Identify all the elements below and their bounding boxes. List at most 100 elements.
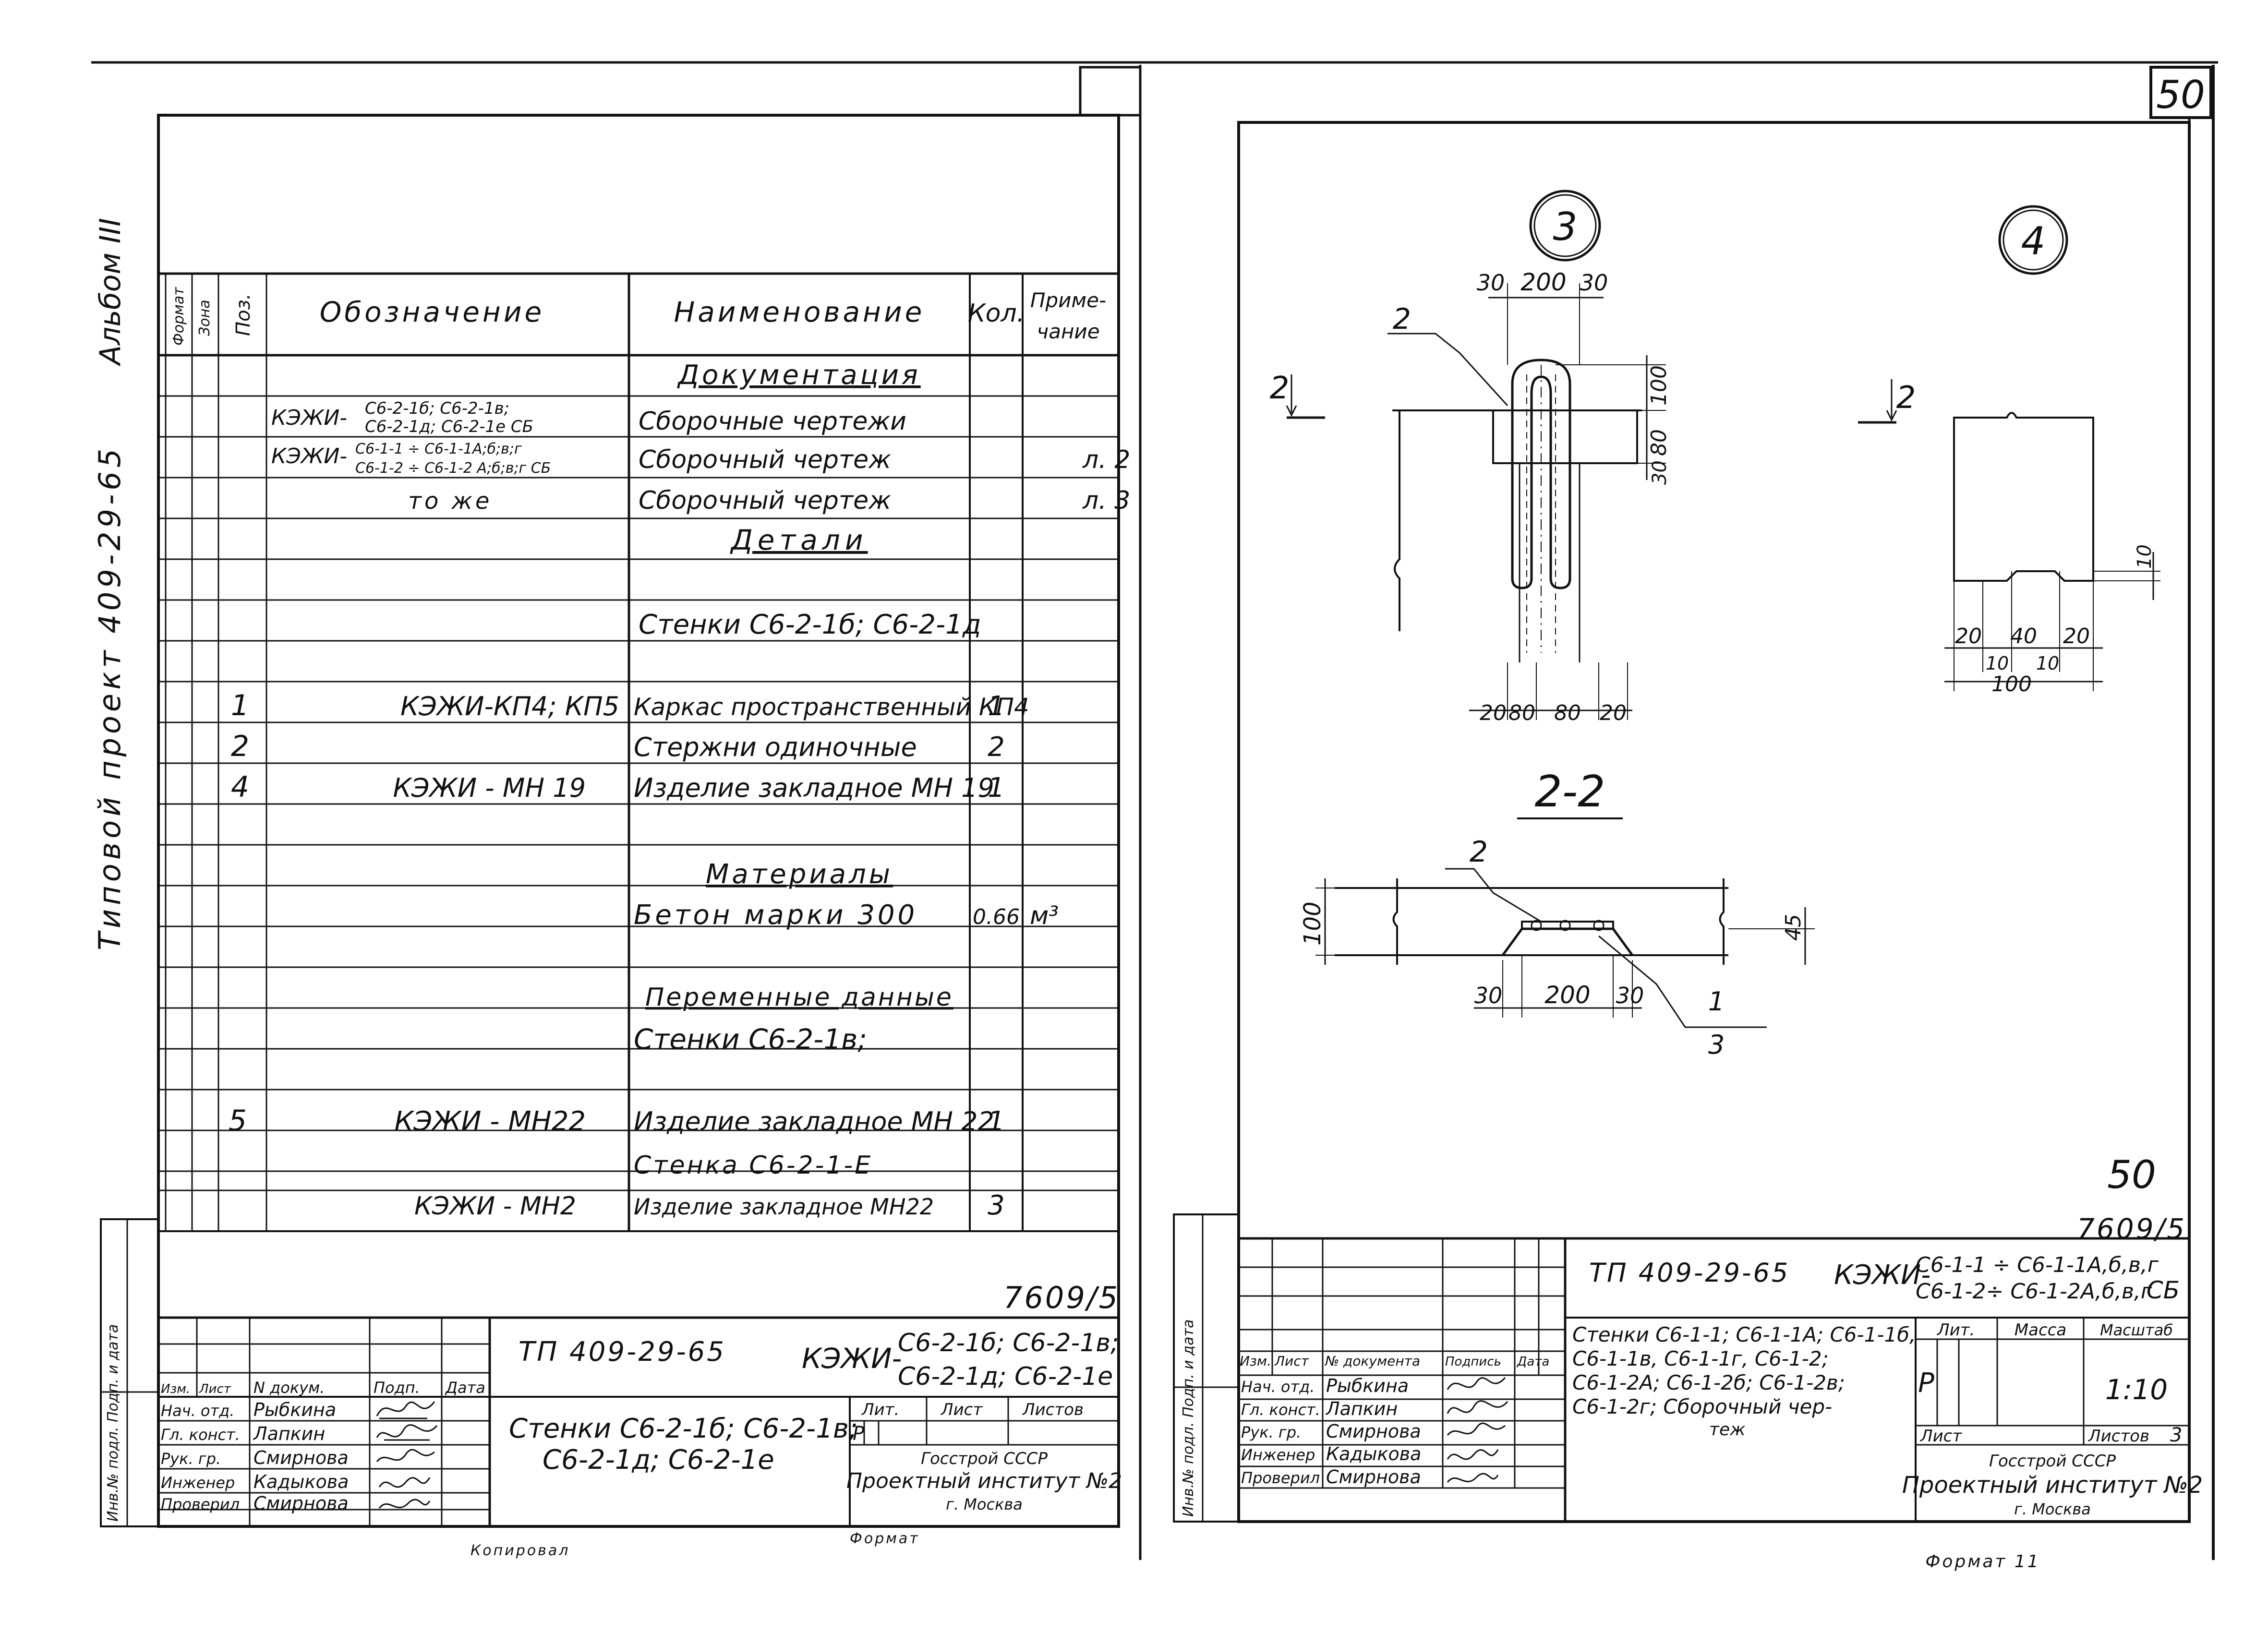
section-2-2: 2 100 45 30 200 30 1 3 [1299,835,1815,1060]
row7-designation: КЭЖИ - МН 19 [393,773,586,803]
left-tb-org-line3: г. Москва [946,1495,1023,1513]
spec-table-grid [158,272,1119,1232]
detail3-leader-2: 2 [1393,302,1411,336]
section-dim-b200: 200 [1544,981,1590,1009]
right-tb-head-data: Дата [1517,1355,1549,1369]
row2-designation-prefix: КЭЖИ- [271,444,347,468]
left-tb-role-2: Гл. конст. [161,1426,240,1444]
left-tb-title-line1: Стенки С6-2-1б; С6-2-1в; [509,1413,858,1444]
left-archive-number: 7609/5 [1003,1280,1120,1315]
row5-designation: КЭЖИ-КП4; КП5 [400,691,619,721]
left-sheet: Альбом III Типовой проект 409-29-65 [92,114,1130,1559]
row2-name: Сборочный чертеж [639,445,891,474]
right-tb-kezhi: КЭЖИ- [1834,1260,1930,1291]
row7-pos: 4 [231,770,249,804]
right-tb-role-1: Нач. отд. [1241,1378,1315,1396]
right-tb-head-podp: Подпись [1445,1355,1501,1369]
page-number: 50 [2156,72,2205,117]
detail3-dim-right-80: 80 [1647,429,1671,456]
header-zone: Зона [196,300,213,336]
header-note-line2: чание [1037,320,1099,343]
row10-name: Изделие закладное МН 22 [634,1106,994,1137]
header-format: Формат [170,287,187,346]
section-callout-num: 1 [1708,986,1725,1017]
row8-name: Бетон марки 300 [634,900,917,931]
row11-name: Стенка С6-2-1-Е [634,1151,872,1180]
right-tb-designation-line1: С6-1-1 ÷ С6-1-1А,б,в,г [1916,1253,2159,1277]
right-tb-scale-value: 1:10 [2105,1373,2168,1406]
detail4-dim-right-10: 10 [2134,544,2156,569]
right-footer-format: Формат 11 [1925,1552,2040,1572]
row1-designation-line2: С6-2-1д; С6-2-1е СБ [365,417,533,436]
right-sheet: 3 30 200 30 2 [1173,118,2203,1572]
detail3-dim-right-100: 100 [1647,365,1671,406]
right-tb-name-5: Смирнова [1326,1466,1421,1488]
left-tb-role-1: Нач. отд. [161,1402,234,1420]
row6-name: Стержни одиночные [634,732,917,762]
row1-designation-prefix: КЭЖИ- [271,406,347,430]
row1-name: Сборочные чертежи [639,407,906,436]
row12-name: Изделие закладное МН22 [634,1194,934,1220]
detail4-dim-b20a: 20 [1955,624,1982,648]
row3-name: Сборочный чертеж [639,486,891,515]
right-tb-head-list: Лист [1274,1353,1309,1369]
right-tb-org-line3: г. Москва [2014,1500,2091,1518]
left-tb-org-line1: Госстрой СССР [921,1449,1048,1468]
right-tb-list-label: Лист [1919,1427,1962,1446]
detail4-dim-b10a: 10 [1986,653,2009,674]
right-tb-head-izm: Изм. [1240,1353,1271,1369]
row5-name: Каркас пространственный КП4 [634,693,1029,721]
row4-name: Стенки С6-2-1б; С6-2-1д [639,609,981,640]
row7-name: Изделие закладное МН 19 [634,773,994,803]
right-tb-role-3: Рук. гр. [1241,1423,1301,1441]
section-materials: Материалы [706,859,893,890]
detail3-dim-top-200: 200 [1520,268,1566,296]
right-handwritten-50: 50 [2107,1152,2156,1197]
row9-name: Стенки С6-2-1в; [634,1023,867,1056]
left-tb-name-1: Рыбкина [253,1399,336,1420]
left-tb-name-3: Смирнова [253,1447,349,1468]
right-tb-listov-label: Листов [2087,1427,2149,1446]
row5-pos: 1 [231,689,249,722]
left-signatures [376,1401,438,1509]
right-stamp-side-label: Инв.№ подл. Подп. и дата [1180,1320,1197,1517]
row10-qty: 1 [988,1106,1005,1137]
page-frame [91,61,2218,1560]
left-footer-copy: Копировал [470,1542,570,1559]
row1-designation-line1: С6-2-1б; С6-2-1в; [365,399,509,418]
right-tb-listov-value: 3 [2170,1424,2182,1446]
left-tb-designation-line2: С6-2-1д; С6-2-1е [898,1362,1113,1391]
left-tb-role-3: Рук. гр. [161,1450,221,1468]
cut-mark-right: 2 [1896,380,1916,416]
row10-designation: КЭЖИ - МН22 [394,1106,586,1137]
left-tb-role-4: Инженер [161,1474,235,1492]
header-qty: Кол. [968,299,1025,328]
left-tb-head-ndok: N докум. [253,1379,325,1397]
left-tb-role-5: Проверил [161,1495,240,1513]
cut-marks [1286,374,1897,424]
right-tb-name-4: Кадыкова [1326,1443,1421,1464]
row2-designation-line2: С6-1-2 ÷ С6-1-2 А;б;в;г СБ [355,460,551,477]
detail3-label: 3 [1553,204,1578,249]
right-tb-title-line1: Стенки С6-1-1; С6-1-1А; С6-1-1б, [1572,1323,1916,1346]
right-tb-lit-label: Лит. [1936,1320,1975,1340]
right-tb-lit-value: Р [1918,1368,1934,1399]
left-tb-lit-label: Лит. [861,1400,899,1419]
left-tb-head-list: Лист [199,1382,231,1396]
right-tb-role-5: Проверил [1241,1469,1320,1487]
right-tb-name-3: Смирнова [1326,1421,1421,1442]
row8-note: м³ [1030,901,1059,930]
left-tb-kezhi: КЭЖИ- [802,1342,902,1375]
left-tb-head-data: Дата [445,1379,485,1397]
section-details: Детали [729,524,868,556]
left-stamp-side-label: Инв.№ подл. Подп. и дата [105,1324,121,1522]
right-archive-number: 7609/5 [2077,1212,2186,1245]
section-variable-data: Переменные данные [645,983,953,1012]
detail4-dim-b100: 100 [1991,672,2032,696]
right-tb-title-line4: С6-1-2г; Сборочный чер- [1572,1395,1832,1418]
row6-qty: 2 [988,732,1005,763]
row7-qty: 1 [988,772,1005,804]
header-designation: Обозначение [320,296,544,328]
right-tb-code: ТП 409-29-65 [1589,1258,1790,1288]
